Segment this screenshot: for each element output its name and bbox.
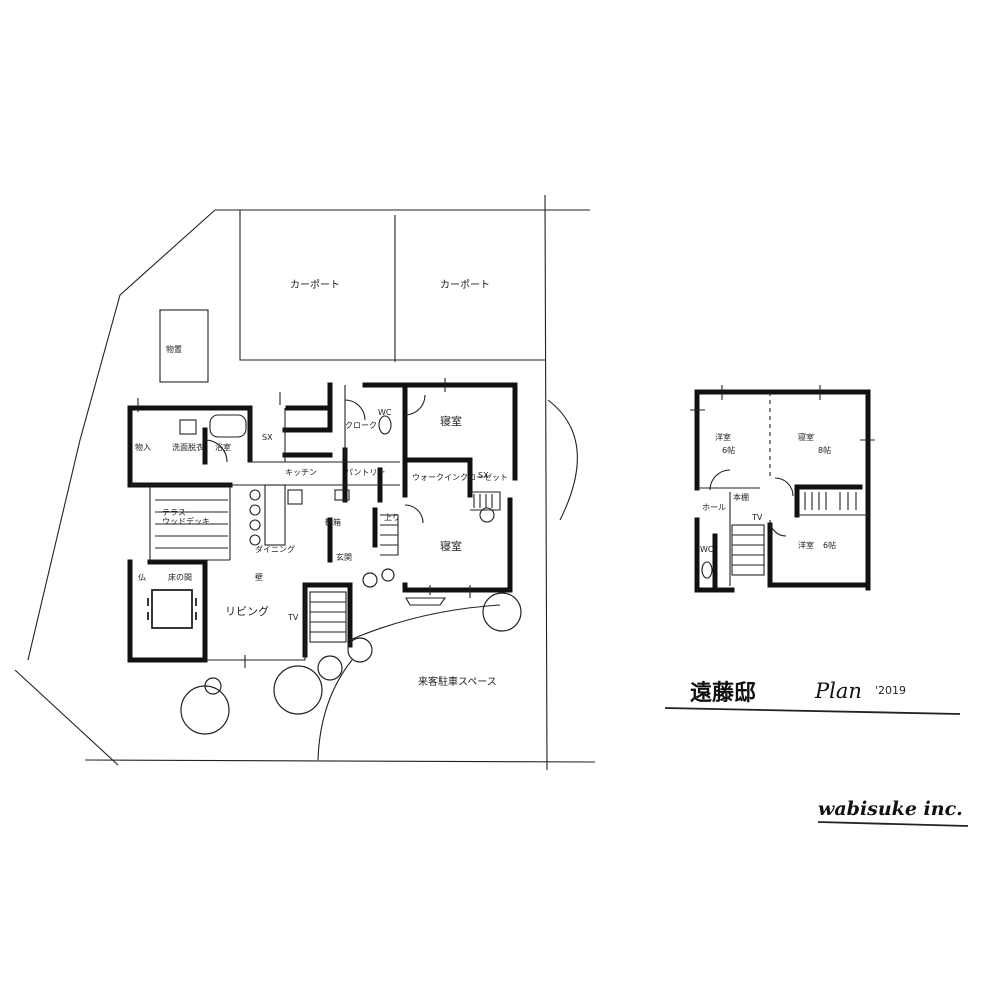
cloak-label: クローク [345, 421, 377, 430]
sx2-label: SX [478, 471, 489, 480]
f2-bedroom-size-label: 8帖 [818, 445, 831, 455]
bedroom-top-label: 寝室 [440, 414, 462, 428]
storage-left-label: 物入 [135, 442, 151, 452]
room-bottom-size-label: 6帖 [823, 540, 836, 550]
storage-label: 物置 [166, 344, 182, 354]
sx-label: SX [262, 433, 273, 442]
stone-icon [381, 568, 395, 582]
living-label: リビング [225, 604, 269, 618]
carport-2-label: カーポート [440, 279, 490, 291]
wc-label: WC [378, 408, 392, 417]
year-label: '2019 [875, 684, 906, 697]
pantry-label: パントリー [345, 468, 385, 477]
landscape [180, 568, 522, 761]
storage-shed: 物置 [159, 309, 209, 383]
kabe-label: 壁 [255, 572, 263, 582]
bedroom-bottom-label: 寝室 [440, 539, 462, 553]
washroom-label: 洗面脱衣 [172, 442, 204, 452]
bath-label: 浴室 [215, 442, 231, 452]
tv-label: TV [287, 613, 299, 622]
room-left-label: 洋室 [715, 432, 731, 442]
shoes-label: 靴箱 [325, 517, 341, 527]
f2-tv-label: TV [751, 513, 763, 522]
walkin-closet-label: ウォークインクローゼット [412, 472, 508, 482]
up-label: 上り [384, 513, 400, 522]
dining-label: ダイニング [255, 544, 295, 554]
room-left-size-label: 6帖 [722, 445, 735, 455]
bookshelf-label: 本棚 [733, 492, 749, 502]
terrace-deck [155, 499, 228, 549]
tokonoma-label: 床の間 [168, 572, 192, 582]
floor2-plan: 洋室 6帖 寝室 8帖 ホール 本棚 WC TV 洋室 6帖 [690, 385, 875, 593]
plan-label: Plan [814, 679, 862, 703]
kitchen-label: キッチン [285, 468, 317, 477]
f2-bedroom-label: 寝室 [798, 432, 814, 442]
tree-icon [482, 592, 522, 632]
tree-icon [273, 665, 323, 715]
terrace-label: テラスウッドデッキ [162, 508, 210, 526]
floor2-stairs [731, 524, 765, 576]
shrub-icon [204, 677, 222, 695]
stone-icon [362, 572, 378, 588]
genkan-label: 玄関 [336, 552, 352, 562]
shrub-icon [317, 655, 343, 681]
floor1-plan: 物入 洗面脱衣 浴室 SX キッチン パントリー クローク WC 寝室 ウォーク… [127, 378, 518, 668]
floor1-stairs [309, 591, 347, 643]
shrub-icon [347, 637, 373, 663]
guest-parking-label: 来客駐車スペース [418, 675, 497, 688]
tree-icon [180, 685, 230, 735]
room-bottom-label: 洋室 [798, 540, 814, 550]
drawing-title: 遠藤邸 [690, 680, 756, 706]
f2-wc-label: WC [700, 545, 714, 554]
title-block: 遠藤邸 Plan '2019 wabisuke inc. [664, 679, 969, 827]
site-boundary [14, 194, 596, 771]
carport-1-label: カーポート [290, 279, 340, 291]
butsu-label: 仏 [138, 573, 146, 582]
brand-label: wabisuke inc. [818, 798, 963, 820]
hall-label: ホール [702, 503, 726, 512]
